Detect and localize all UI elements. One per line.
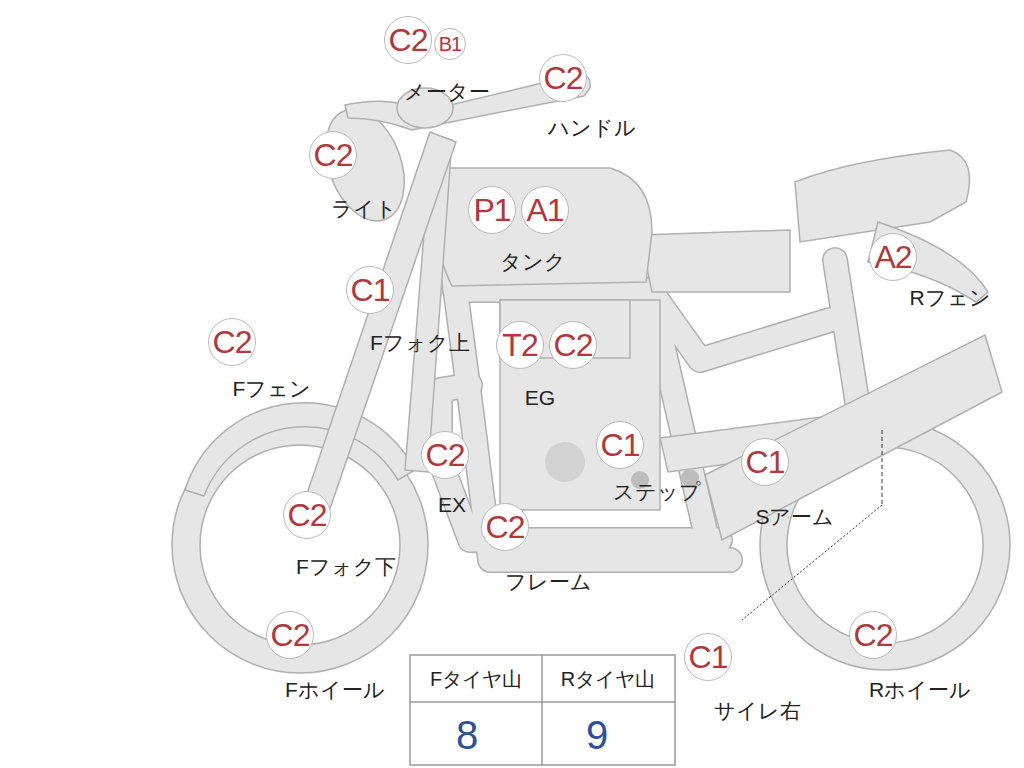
table-cell: 8 bbox=[456, 713, 478, 757]
part-name: Rフェン bbox=[909, 286, 990, 309]
condition-code: T2 bbox=[502, 329, 537, 361]
part-name: タンク bbox=[500, 250, 566, 273]
front-fender bbox=[185, 403, 415, 496]
table-header: Fタイヤ山 bbox=[430, 668, 522, 690]
condition-circle: C2 bbox=[421, 431, 470, 480]
condition-circle: C1 bbox=[684, 633, 733, 682]
part-name: フレーム bbox=[505, 570, 592, 593]
condition-circle: C2 bbox=[283, 491, 332, 540]
condition-circle: A1 bbox=[521, 186, 569, 234]
condition-code: C2 bbox=[544, 62, 583, 94]
table-header: Rタイヤ山 bbox=[561, 668, 655, 690]
part-name: サイレ右 bbox=[714, 699, 801, 722]
side-panel bbox=[640, 230, 790, 292]
part-name: Sアーム bbox=[755, 505, 834, 528]
leader-line bbox=[882, 430, 883, 505]
condition-code: C1 bbox=[689, 641, 728, 673]
condition-circle: B1 bbox=[434, 28, 466, 60]
condition-code: C2 bbox=[554, 329, 593, 361]
part-name: Fフェン bbox=[233, 377, 312, 400]
condition-code: C2 bbox=[389, 24, 428, 56]
condition-circle: C2 bbox=[539, 54, 588, 103]
condition-code: A2 bbox=[874, 241, 911, 273]
part-name: EX bbox=[438, 493, 466, 516]
part-name: ステップ bbox=[613, 480, 701, 503]
condition-circle: C1 bbox=[741, 438, 790, 487]
part-name: EG bbox=[525, 386, 555, 409]
part-name: メーター bbox=[404, 80, 490, 103]
condition-circle: C1 bbox=[346, 266, 395, 315]
condition-code: C2 bbox=[426, 439, 465, 471]
condition-circle: A2 bbox=[869, 233, 917, 281]
condition-circle: P1 bbox=[468, 186, 516, 234]
condition-code: C2 bbox=[486, 511, 525, 543]
table-cell: 9 bbox=[586, 713, 608, 757]
condition-circle: C2 bbox=[384, 16, 433, 65]
condition-code: C1 bbox=[746, 446, 785, 478]
condition-code: C2 bbox=[213, 326, 252, 358]
condition-circle: C2 bbox=[208, 318, 257, 367]
condition-circle: C1 bbox=[596, 421, 645, 470]
condition-circle: C2 bbox=[481, 503, 530, 552]
condition-circle: C2 bbox=[309, 131, 358, 180]
tread-table bbox=[410, 655, 675, 765]
part-name: Fフォク上 bbox=[370, 331, 470, 354]
condition-code: A1 bbox=[526, 194, 563, 226]
condition-code: C2 bbox=[854, 619, 893, 651]
condition-code: P1 bbox=[473, 194, 510, 226]
part-name: Fフォク下 bbox=[296, 555, 396, 578]
part-name: Fホイール bbox=[285, 678, 385, 701]
muffler bbox=[705, 335, 1002, 540]
tank bbox=[436, 168, 652, 286]
condition-circle: C2 bbox=[849, 611, 898, 660]
condition-circle: T2 bbox=[496, 321, 544, 369]
condition-code: C1 bbox=[601, 429, 640, 461]
condition-code: B1 bbox=[439, 34, 461, 54]
condition-code: C2 bbox=[288, 499, 327, 531]
condition-code: C2 bbox=[271, 619, 310, 651]
part-name: Rホイール bbox=[869, 678, 971, 701]
leader-line bbox=[742, 505, 882, 620]
condition-circle: C2 bbox=[549, 321, 598, 370]
condition-code: C2 bbox=[314, 139, 353, 171]
engine-cover bbox=[545, 442, 585, 482]
part-name: ライト bbox=[331, 197, 397, 220]
part-name: ハンドル bbox=[548, 116, 636, 139]
engine bbox=[500, 300, 660, 510]
condition-code: C1 bbox=[351, 274, 390, 306]
condition-circle: C2 bbox=[266, 611, 315, 660]
